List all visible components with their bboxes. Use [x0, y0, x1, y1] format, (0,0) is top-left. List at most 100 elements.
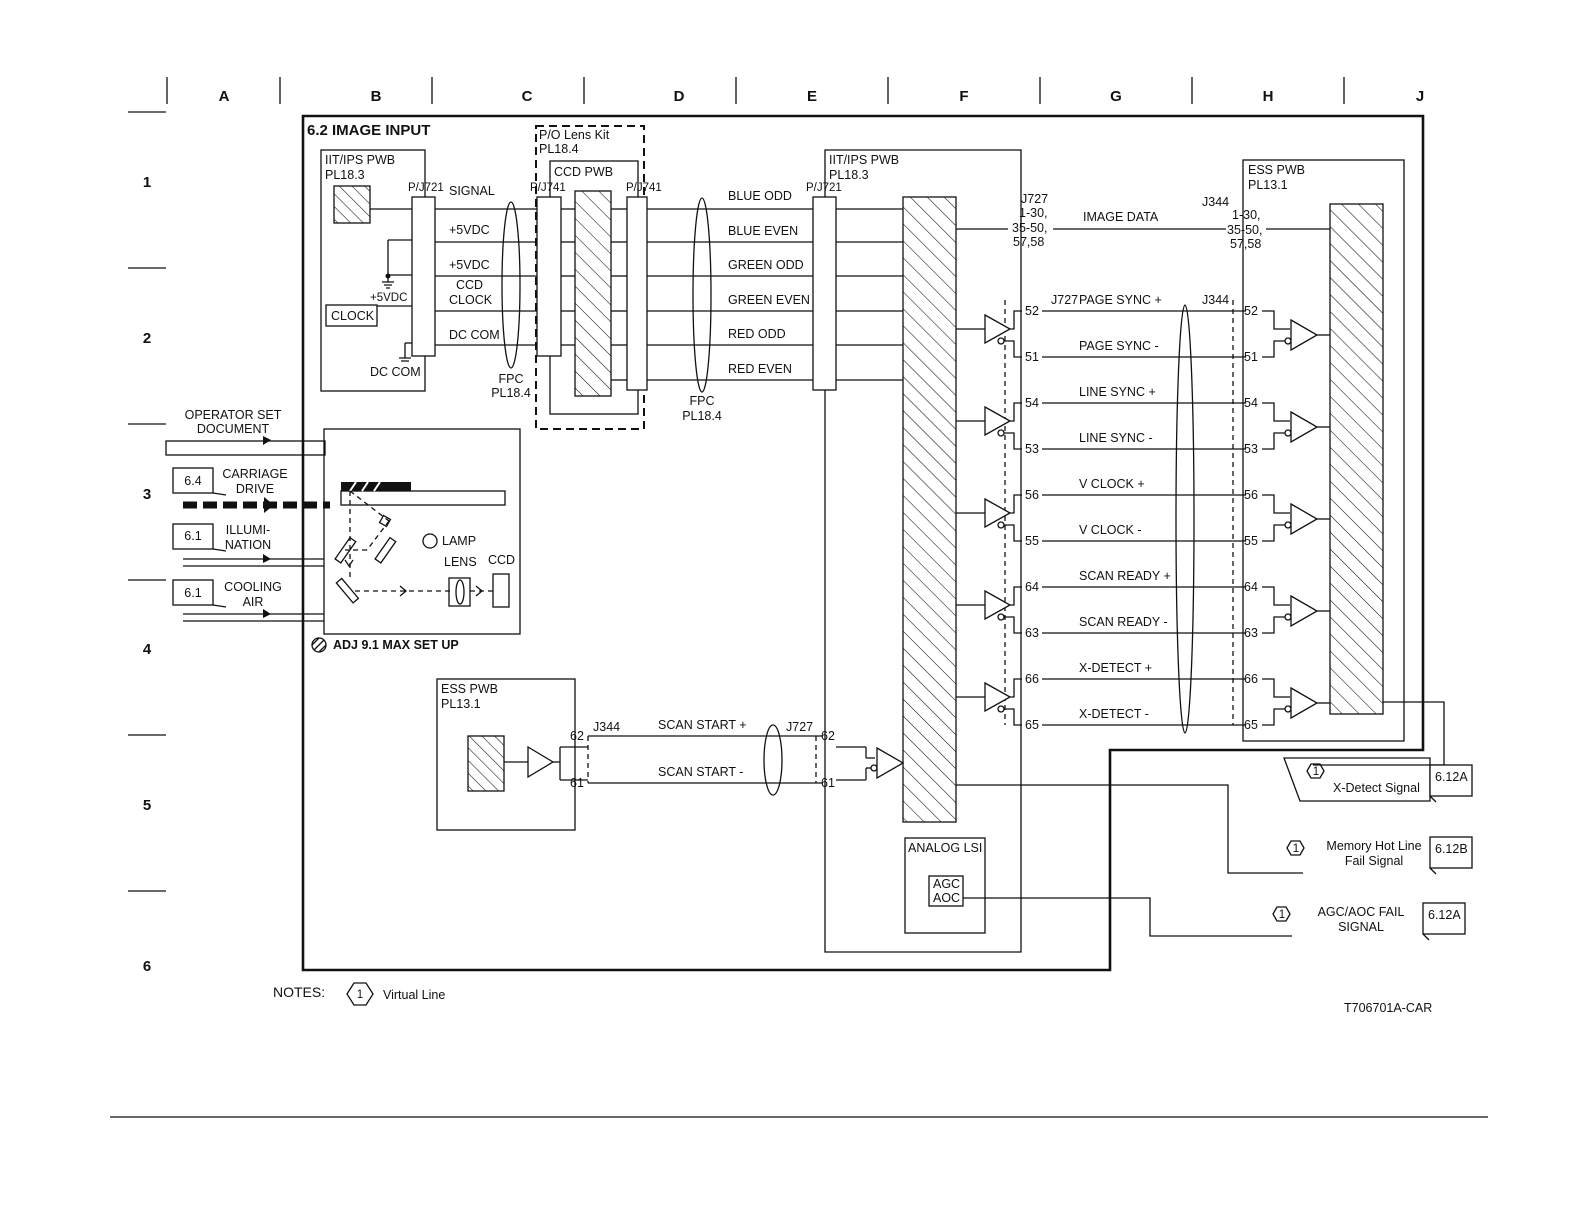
svg-text:SIGNAL: SIGNAL [449, 184, 495, 198]
driver-bubble [997, 429, 1005, 437]
signal-label: BLUE ODD [728, 189, 792, 203]
driver-plus-line [1010, 494, 1022, 514]
svg-text:IIT/IPS PWB: IIT/IPS PWB [829, 153, 899, 167]
svg-text:6.12A: 6.12A [1428, 908, 1461, 922]
pin-number: 65 [1244, 718, 1258, 732]
svg-text:Memory Hot Line: Memory Hot Line [1326, 839, 1421, 853]
svg-text:PL18.3: PL18.3 [325, 168, 365, 182]
driver-minus-line [1004, 524, 1022, 542]
signal-label: RED EVEN [728, 362, 792, 376]
drawing-id: T706701A-CAR [1344, 1001, 1432, 1015]
svg-text:+5VDC: +5VDC [449, 258, 490, 272]
svg-text:CCD: CCD [488, 553, 515, 567]
svg-text:DOCUMENT: DOCUMENT [197, 422, 270, 436]
driver-minus-line [1004, 708, 1022, 726]
pin-number: 63 [1244, 626, 1258, 640]
driver-plus-line [1010, 310, 1022, 330]
svg-text:6.1: 6.1 [184, 529, 201, 543]
row-label: 3 [143, 486, 151, 503]
column-label: D [674, 88, 685, 105]
pin-number: 56 [1244, 488, 1258, 502]
svg-text:ESS PWB: ESS PWB [441, 682, 498, 696]
signal-label: PAGE SYNC - [1079, 339, 1159, 353]
driver-gate [984, 497, 1012, 529]
svg-text:61: 61 [570, 776, 584, 790]
driver-bubble [997, 337, 1005, 345]
svg-text:PL18.4: PL18.4 [682, 409, 722, 423]
pin-number: 53 [1244, 442, 1258, 456]
pin-number: 53 [1025, 442, 1039, 456]
receiver-gate [1290, 410, 1319, 444]
pin-number: 56 [1025, 488, 1039, 502]
column-label: G [1110, 88, 1122, 105]
receiver-plus-line [1262, 402, 1290, 422]
connector-label: J344 [1202, 293, 1229, 307]
signal-label: RED ODD [728, 327, 786, 341]
svg-text:OPERATOR SET: OPERATOR SET [185, 408, 282, 422]
svg-text:ESS PWB: ESS PWB [1248, 163, 1305, 177]
pin-number: 52 [1244, 304, 1258, 318]
svg-text:6.12B: 6.12B [1435, 842, 1468, 856]
scan-start-twisted-pair [763, 724, 783, 796]
svg-text:SIGNAL: SIGNAL [1338, 920, 1384, 934]
receiver-minus-line [1262, 340, 1285, 358]
svg-text:J344: J344 [1202, 195, 1229, 209]
lamp-icon [422, 533, 438, 549]
ess-pwb-right: ESS PWB PL13.1 J344 1-30, 35-50, 57,58 [1202, 159, 1405, 742]
signal-label: LINE SYNC + [1079, 385, 1156, 399]
svg-text:PL13.1: PL13.1 [441, 697, 481, 711]
driver-plus-line [1010, 678, 1022, 698]
pin-number: 55 [1244, 534, 1258, 548]
pin-number: 64 [1025, 580, 1039, 594]
row-label: 2 [143, 330, 151, 347]
svg-text:6.12A: 6.12A [1435, 770, 1468, 784]
lens-icon [448, 577, 471, 607]
signal-label: GREEN ODD [728, 258, 804, 272]
svg-text:6.1: 6.1 [184, 586, 201, 600]
svg-text:CLOCK: CLOCK [449, 293, 493, 307]
scan-start-receiver [836, 746, 905, 781]
svg-text:6.4: 6.4 [184, 474, 201, 488]
svg-text:1: 1 [1313, 766, 1319, 778]
receiver-plus-line [1262, 310, 1290, 330]
receiver-bubble [1284, 337, 1292, 345]
adj-note: ADJ 9.1 MAX SET UP [311, 637, 459, 653]
svg-text:AOC: AOC [933, 891, 960, 905]
po-lens-kit: P/O Lens Kit PL18.4 CCD PWB P/J741 P/J74… [530, 125, 662, 430]
svg-text:62: 62 [821, 729, 835, 743]
svg-text:AIR: AIR [243, 595, 264, 609]
svg-text:X-Detect Signal: X-Detect Signal [1333, 781, 1420, 795]
signal-label: SCAN READY + [1079, 569, 1171, 583]
svg-text:62: 62 [570, 729, 584, 743]
svg-text:AGC/AOC FAIL: AGC/AOC FAIL [1318, 905, 1405, 919]
signal-label: V CLOCK - [1079, 523, 1142, 537]
svg-text:AGC: AGC [933, 877, 960, 891]
iit-ips-pwb-right: IIT/IPS PWB PL18.3 P/J721 J727 1-30, 35-… [806, 149, 1048, 953]
receiver-minus-line [1262, 432, 1285, 450]
output-agc-aoc-fail: 1 AGC/AOC FAIL SIGNAL 6.12A [1272, 902, 1466, 941]
svg-text:NOTES:: NOTES: [273, 984, 325, 1000]
input-carriage-drive: 6.4 CARRIAGE DRIVE [172, 467, 330, 513]
svg-text:IIT/IPS PWB: IIT/IPS PWB [325, 153, 395, 167]
receiver-bubble [1284, 705, 1292, 713]
svg-text:J727: J727 [1021, 192, 1048, 206]
svg-text:J727: J727 [786, 720, 813, 734]
svg-text:1-30,: 1-30, [1019, 206, 1048, 220]
column-label: E [807, 88, 817, 105]
svg-text:Fail Signal: Fail Signal [1345, 854, 1403, 868]
svg-text:ADJ 9.1 MAX SET UP: ADJ 9.1 MAX SET UP [333, 638, 459, 652]
connector-label: J727 [1051, 293, 1078, 307]
diagram-title: 6.2 IMAGE INPUT [307, 122, 430, 139]
driver-minus-line [1004, 432, 1022, 450]
svg-text:61: 61 [821, 776, 835, 790]
signal-label: GREEN EVEN [728, 293, 810, 307]
receiver-minus-line [1262, 524, 1285, 542]
svg-text:NATION: NATION [225, 538, 271, 552]
signal-label: BLUE EVEN [728, 224, 798, 238]
svg-text:P/O Lens Kit: P/O Lens Kit [539, 128, 610, 142]
notes: NOTES: 1 Virtual Line [273, 982, 445, 1006]
fpc-cable-left [501, 201, 521, 369]
signal-label: X-DETECT - [1079, 707, 1149, 721]
svg-text:35-50,: 35-50, [1227, 223, 1262, 237]
svg-text:1: 1 [357, 989, 363, 1001]
